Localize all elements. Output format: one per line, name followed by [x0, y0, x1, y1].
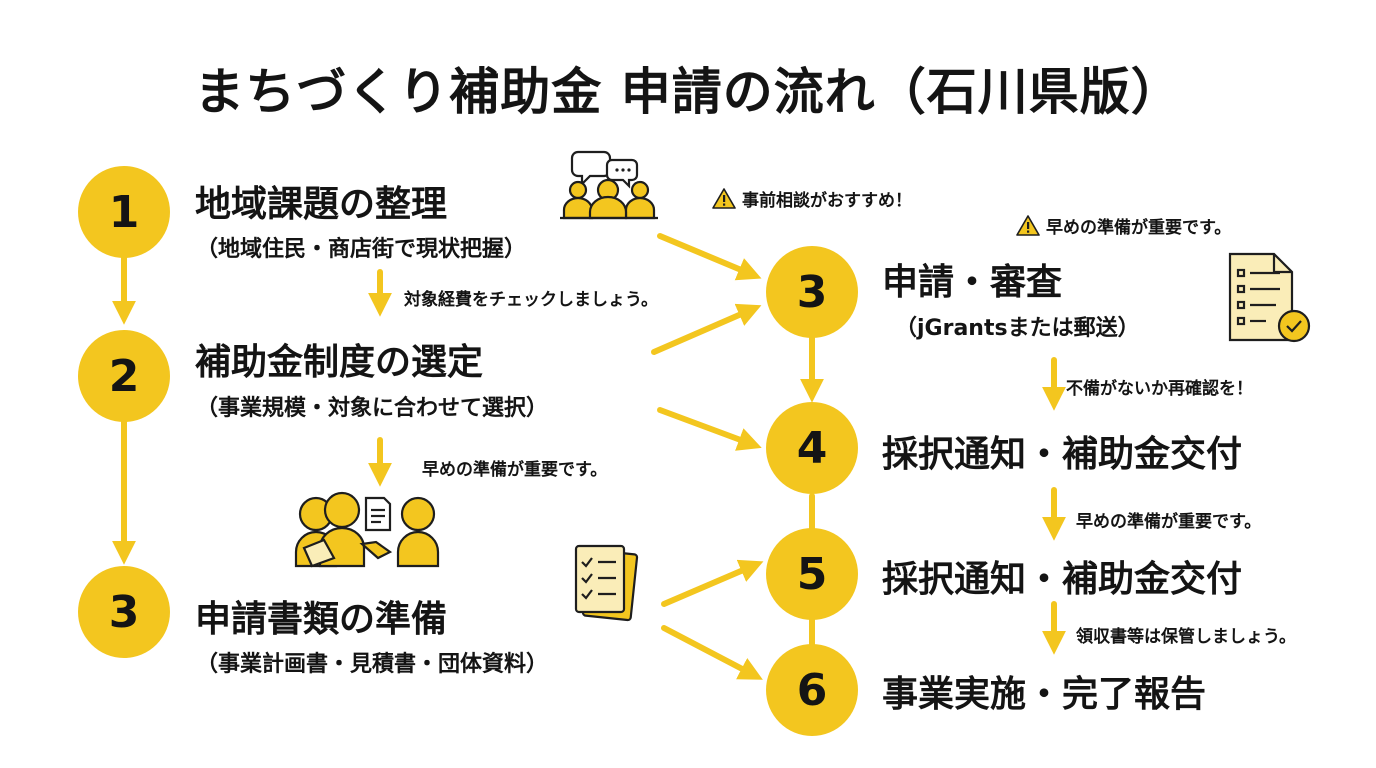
note-recheck: 不備がないか再確認を！: [1066, 379, 1253, 399]
step-3b-number: 3: [796, 266, 828, 318]
step-3b-subtitle: （jGrantsまたは郵送）: [895, 316, 1140, 341]
document-check-icon: [1228, 252, 1311, 343]
step-1-circle: 1: [78, 166, 170, 258]
step-2-circle: 2: [78, 330, 170, 422]
warning-icon: [1016, 215, 1040, 236]
handshake-icon: [294, 491, 440, 568]
step-1-number: 1: [108, 186, 140, 238]
step-3a-title: 申請書類の準備: [195, 599, 448, 640]
checklist-icon: [574, 544, 639, 622]
arrow-s2-to-s4: [657, 407, 762, 451]
step-3b-title: 申請・審査: [882, 262, 1063, 303]
note-prep-left: 早めの準備が重要です。: [422, 460, 608, 480]
arrow-s3a-to-s5: [661, 559, 764, 607]
step-5-title: 採択通知・補助金交付: [882, 559, 1243, 600]
step-3a-circle: 3: [78, 566, 170, 658]
note-consult: 事前相談がおすすめ！: [712, 186, 912, 211]
arrow-s2-to-s3b: [651, 303, 762, 355]
step-2-subtitle: （事業規模・対象に合わせて選択）: [196, 396, 549, 421]
step-5-number: 5: [796, 548, 828, 600]
note-prep-right: 早めの準備が重要です。: [1076, 512, 1262, 532]
note-prep-top: 早めの準備が重要です。: [1016, 213, 1231, 238]
step-5-circle: 5: [766, 528, 858, 620]
step-3b-circle: 3: [766, 246, 858, 338]
arrow-s1-to-s3b: [657, 233, 762, 281]
note-consult-text: 事前相談がおすすめ！: [742, 191, 912, 211]
people-chat-icon: [560, 150, 658, 220]
note-receipts: 領収書等は保管しましょう。: [1076, 627, 1296, 647]
note-check-costs: 対象経費をチェックしましょう。: [404, 290, 658, 310]
step-3a-subtitle: （事業計画書・見積書・団体資料）: [196, 652, 549, 677]
step-6-circle: 6: [766, 644, 858, 736]
arrow-s3a-to-s6: [661, 625, 763, 680]
warning-icon: [712, 188, 736, 209]
step-4-title: 採択通知・補助金交付: [882, 434, 1243, 475]
step-1-subtitle: （地域住民・商店街で現状把握）: [196, 237, 527, 262]
note-prep-top-text: 早めの準備が重要です。: [1046, 218, 1232, 238]
step-4-circle: 4: [766, 402, 858, 494]
step-2-number: 2: [108, 350, 140, 402]
step-2-title: 補助金制度の選定: [195, 342, 484, 383]
step-6-title: 事業実施・完了報告: [882, 674, 1207, 715]
step-6-number: 6: [796, 664, 828, 716]
step-4-number: 4: [796, 422, 828, 474]
page-title: まちづくり補助金 申請の流れ（石川県版）: [194, 63, 1182, 121]
step-3a-number: 3: [108, 586, 140, 638]
step-1-title: 地域課題の整理: [195, 184, 448, 225]
